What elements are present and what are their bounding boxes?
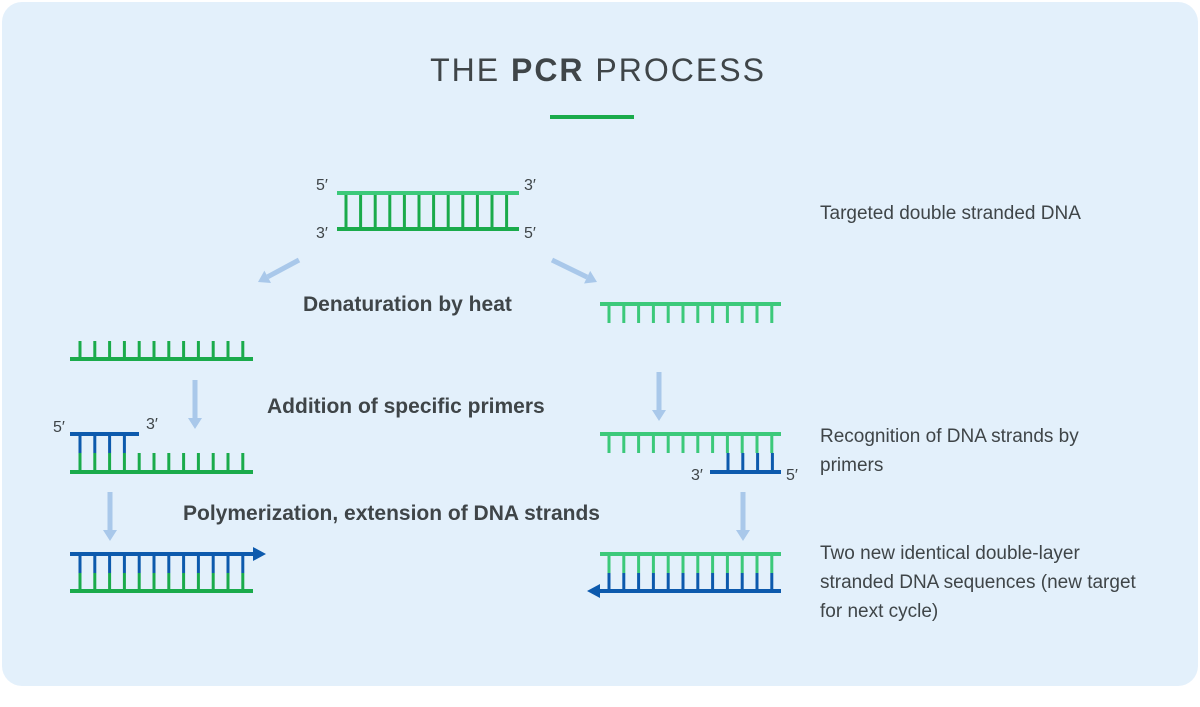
label-top-right-5-prime: 5′ bbox=[524, 225, 536, 242]
step-primers-label: Addition of specific primers bbox=[267, 395, 545, 418]
arrow-denature-right bbox=[550, 257, 589, 280]
label-primer-right-5-prime: 5′ bbox=[786, 467, 798, 484]
step-denaturation-label: Denaturation by heat bbox=[303, 293, 512, 316]
arrow-denature-left bbox=[266, 257, 301, 280]
arrow-primers-left-head bbox=[188, 418, 202, 429]
arrow-primers-right-head bbox=[652, 410, 666, 421]
description-target: Targeted double stranded DNA bbox=[820, 203, 1081, 224]
label-primer-right-3-prime: 3′ bbox=[691, 467, 703, 484]
extension-arrowhead-right bbox=[253, 547, 266, 561]
extension-arrowhead-left bbox=[587, 584, 600, 598]
arrow-denature-left-head bbox=[258, 270, 272, 283]
label-top-left-3-prime: 3′ bbox=[316, 225, 328, 242]
label-top-right-3-prime: 3′ bbox=[524, 177, 536, 194]
label-top-left-5-prime: 5′ bbox=[316, 177, 328, 194]
arrow-denature-right-head bbox=[584, 270, 597, 284]
title-underline bbox=[550, 115, 634, 119]
page-title: THE PCR PROCESS bbox=[430, 52, 766, 88]
arrow-polymerize-left-head bbox=[103, 530, 117, 541]
label-primer-left-5-prime: 5′ bbox=[53, 419, 65, 436]
label-primer-left-3-prime: 3′ bbox=[146, 416, 158, 433]
description-result: Two new identical double-layer stranded … bbox=[820, 543, 1136, 622]
arrow-polymerize-right-head bbox=[736, 530, 750, 541]
step-polymerization-label: Polymerization, extension of DNA strands bbox=[183, 502, 600, 525]
description-recognition: Recognition of DNA strands by primers bbox=[820, 426, 1079, 476]
